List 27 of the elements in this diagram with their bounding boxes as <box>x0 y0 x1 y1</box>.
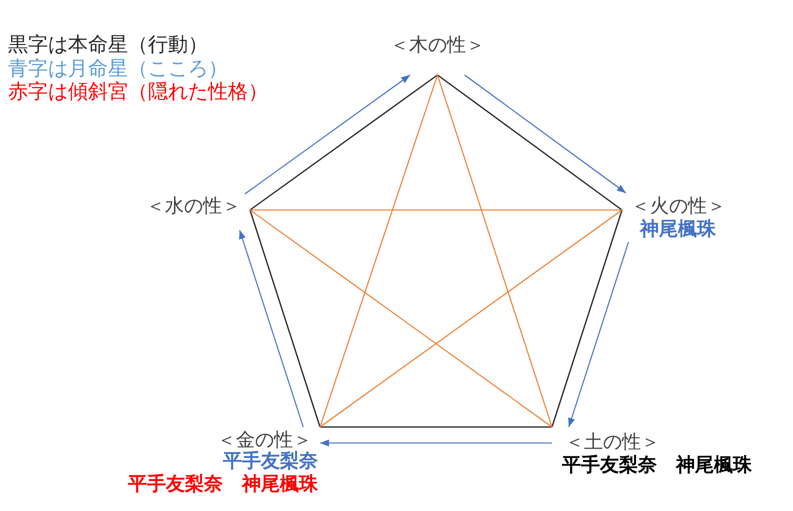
arrow <box>244 74 410 194</box>
connector-line <box>320 426 552 428</box>
node-label: ＜金の性＞ <box>217 430 312 451</box>
name-label: 平手友梨奈 神尾楓珠 <box>562 455 752 476</box>
connector-line <box>320 210 622 428</box>
connector-line <box>250 209 622 211</box>
legend-text: 黒字は本命星（行動） <box>8 33 208 56</box>
node-label: ＜水の性＞ <box>146 196 241 217</box>
node-label: ＜木の性＞ <box>390 35 485 56</box>
arrow <box>464 74 626 194</box>
name-label: 平手友梨奈 神尾楓珠 <box>128 474 318 495</box>
connector-line <box>436 74 553 428</box>
connector-line <box>437 74 622 211</box>
arrow <box>568 242 630 428</box>
name-label: 神尾楓珠 <box>640 219 716 240</box>
name-label: 平手友梨奈 <box>223 451 318 472</box>
node-label: ＜火の性＞ <box>631 196 726 217</box>
arrow <box>239 230 304 428</box>
connector-line <box>319 74 438 428</box>
connector-line <box>551 210 623 428</box>
connector-line <box>250 74 438 211</box>
arrow <box>320 440 552 446</box>
legend-text: 赤字は傾斜宮（隠れた性格） <box>8 80 268 103</box>
legend-text: 青字は月命星（こころ） <box>8 56 228 80</box>
node-label: ＜土の性＞ <box>565 432 660 453</box>
connector-line <box>249 210 321 428</box>
connector-line <box>250 210 552 428</box>
